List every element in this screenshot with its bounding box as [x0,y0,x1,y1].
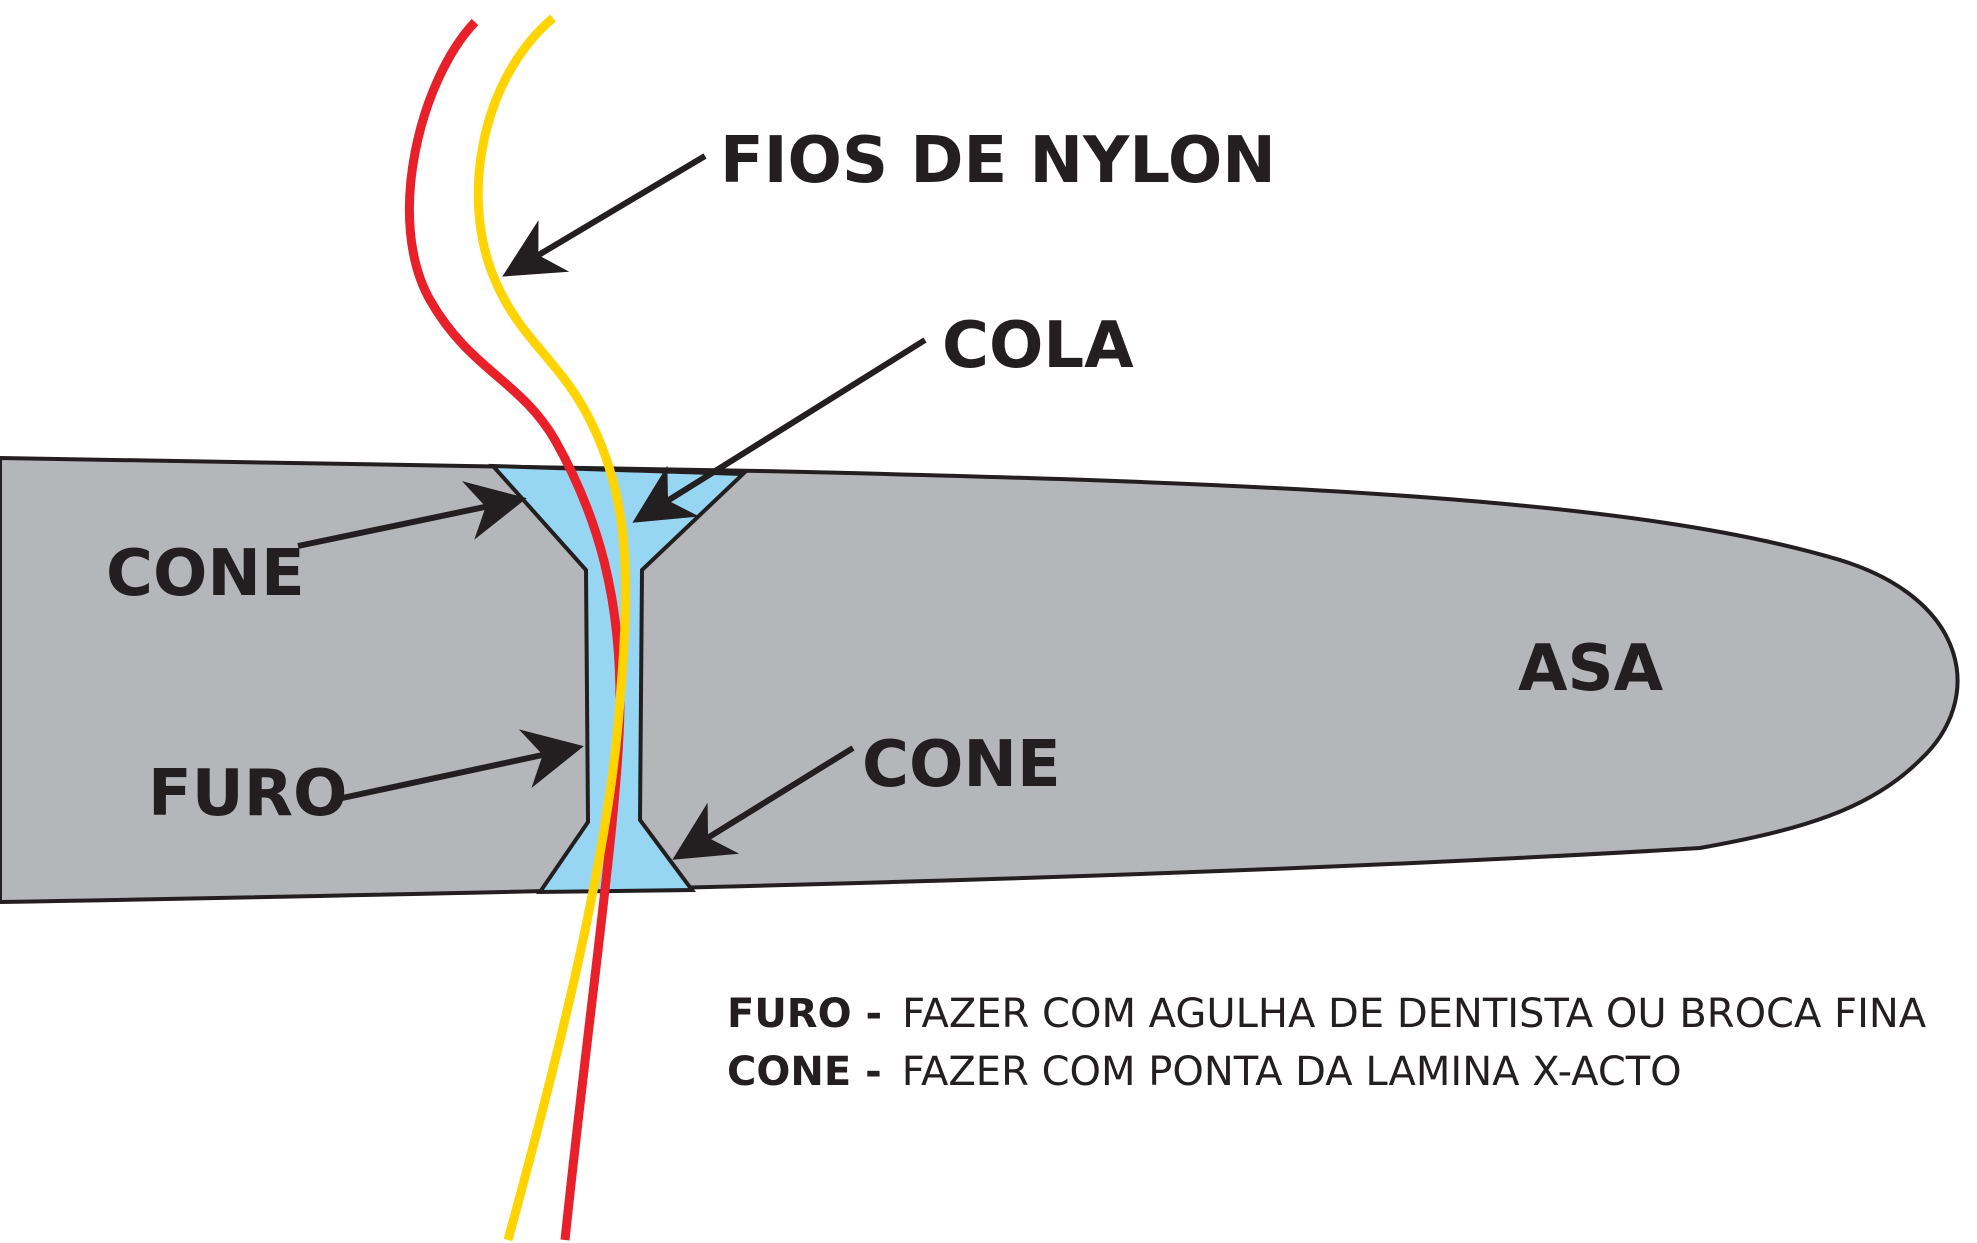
legend-item-hole: FURO - FAZER COM AGULHA DE DENTISTA OU B… [727,991,1927,1037]
legend: FURO - FAZER COM AGULHA DE DENTISTA OU B… [727,991,1927,1095]
glue-arrow [632,337,927,523]
label-nylon: FIOS DE NYLON [720,124,1276,198]
label-wing: ASA [1518,632,1664,706]
wing-section [0,455,1960,905]
legend-key-hole: FURO - [727,991,882,1037]
yellow-nylon-thread [473,14,631,1242]
legend-item-cone: CONE - FAZER COM PONTA DA LAMINA X-ACTO [727,1049,1682,1095]
hole-arrow [332,729,584,803]
label-hole: FURO [148,757,347,831]
red-nylon-thread [404,18,625,1241]
legend-desc-hole: FAZER COM AGULHA DE DENTISTA OU BROCA FI… [902,991,1927,1037]
legend-desc-cone: FAZER COM PONTA DA LAMINA X-ACTO [902,1049,1682,1095]
nylon-arrow [502,153,707,277]
cone-left-arrow [297,481,527,549]
legend-key-cone: CONE - [727,1049,882,1095]
label-glue: COLA [942,309,1134,383]
label-cone-right: CONE [862,728,1061,802]
label-cone-left: CONE [106,537,305,611]
cone-right-arrow [672,745,855,860]
